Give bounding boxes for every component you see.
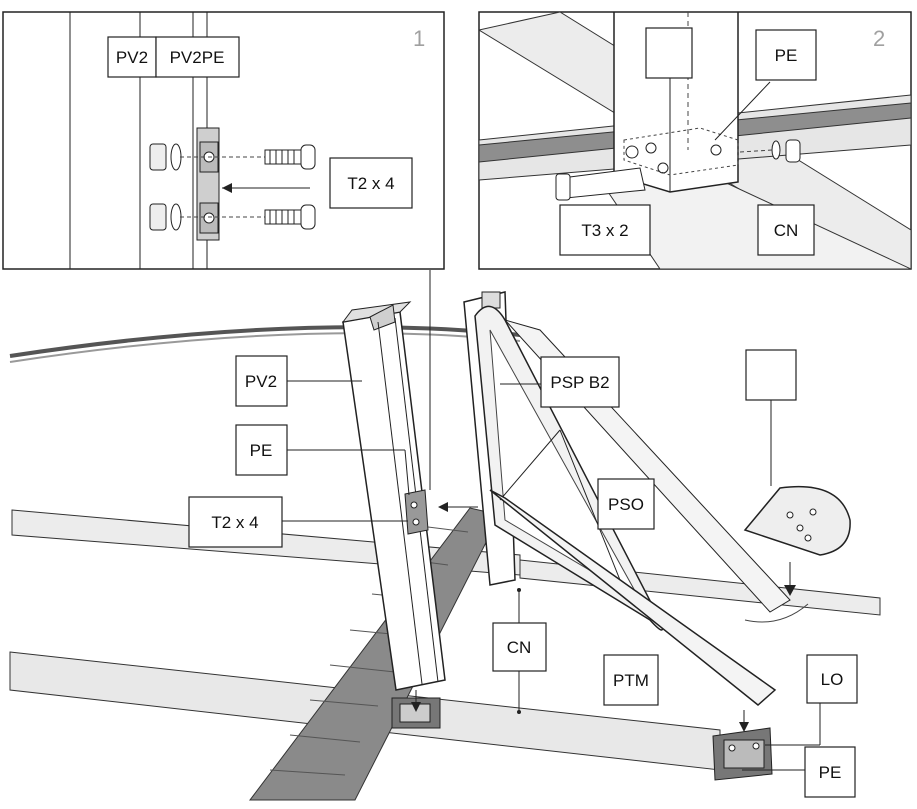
label-box-blank-main xyxy=(745,349,797,401)
nut-washer-top xyxy=(149,143,182,171)
label-pe-2: PE xyxy=(775,46,798,65)
label-box-pe-main xyxy=(235,424,288,476)
label-t3x2: T3 x 2 xyxy=(581,221,628,240)
label-box-cn-2 xyxy=(757,204,815,256)
nut-washer-bottom xyxy=(149,203,182,231)
label-psp-b2: PSP B2 xyxy=(550,373,609,392)
label-cn-main: CN xyxy=(507,638,532,657)
screw-bottom xyxy=(264,204,316,230)
label-box-pe-bottom xyxy=(804,746,856,798)
screw-top xyxy=(264,144,316,170)
detail-panel-2: PE T3 x 2 CN 2 xyxy=(478,11,912,270)
label-box-cn-main xyxy=(492,622,547,672)
label-t2x4: T2 x 4 xyxy=(347,174,394,193)
label-box-t3x2 xyxy=(559,204,651,256)
label-pv2: PV2 xyxy=(116,48,148,67)
label-cn-2: CN xyxy=(774,221,799,240)
bracket-pe-lo xyxy=(712,727,773,781)
label-box-pe-2 xyxy=(755,29,817,81)
label-t2x4-main: T2 x 4 xyxy=(211,513,258,532)
label-ptm: PTM xyxy=(613,671,649,690)
label-box-pso xyxy=(597,478,655,530)
label-pe-bottom: PE xyxy=(819,763,842,782)
label-box-t2x4-main xyxy=(188,496,283,548)
label-pv2pe: PV2PE xyxy=(170,48,225,67)
label-lo: LO xyxy=(821,670,844,689)
label-box-t2x4 xyxy=(329,157,413,209)
label-pv2-main: PV2 xyxy=(245,372,277,391)
panel-number-2: 2 xyxy=(873,26,885,51)
detail-panel-1: PV2 PV2PE T2 x 4 1 xyxy=(2,11,445,270)
label-box-ptm xyxy=(603,654,659,706)
label-pe-main: PE xyxy=(250,441,273,460)
cap-part xyxy=(743,485,851,556)
main-illustration: PV2 PE T2 x 4 PSP B2 PSO CN PTM LO PE xyxy=(9,270,881,801)
post-pv2 xyxy=(341,301,446,691)
label-box-pv2pe xyxy=(155,36,240,78)
label-box-blank-2 xyxy=(645,27,693,79)
label-pso: PSO xyxy=(608,495,644,514)
label-box-lo xyxy=(806,654,858,704)
panel-number-1: 1 xyxy=(413,26,425,51)
label-box-pv2-main xyxy=(235,355,288,407)
label-box-psp-b2 xyxy=(540,356,620,408)
